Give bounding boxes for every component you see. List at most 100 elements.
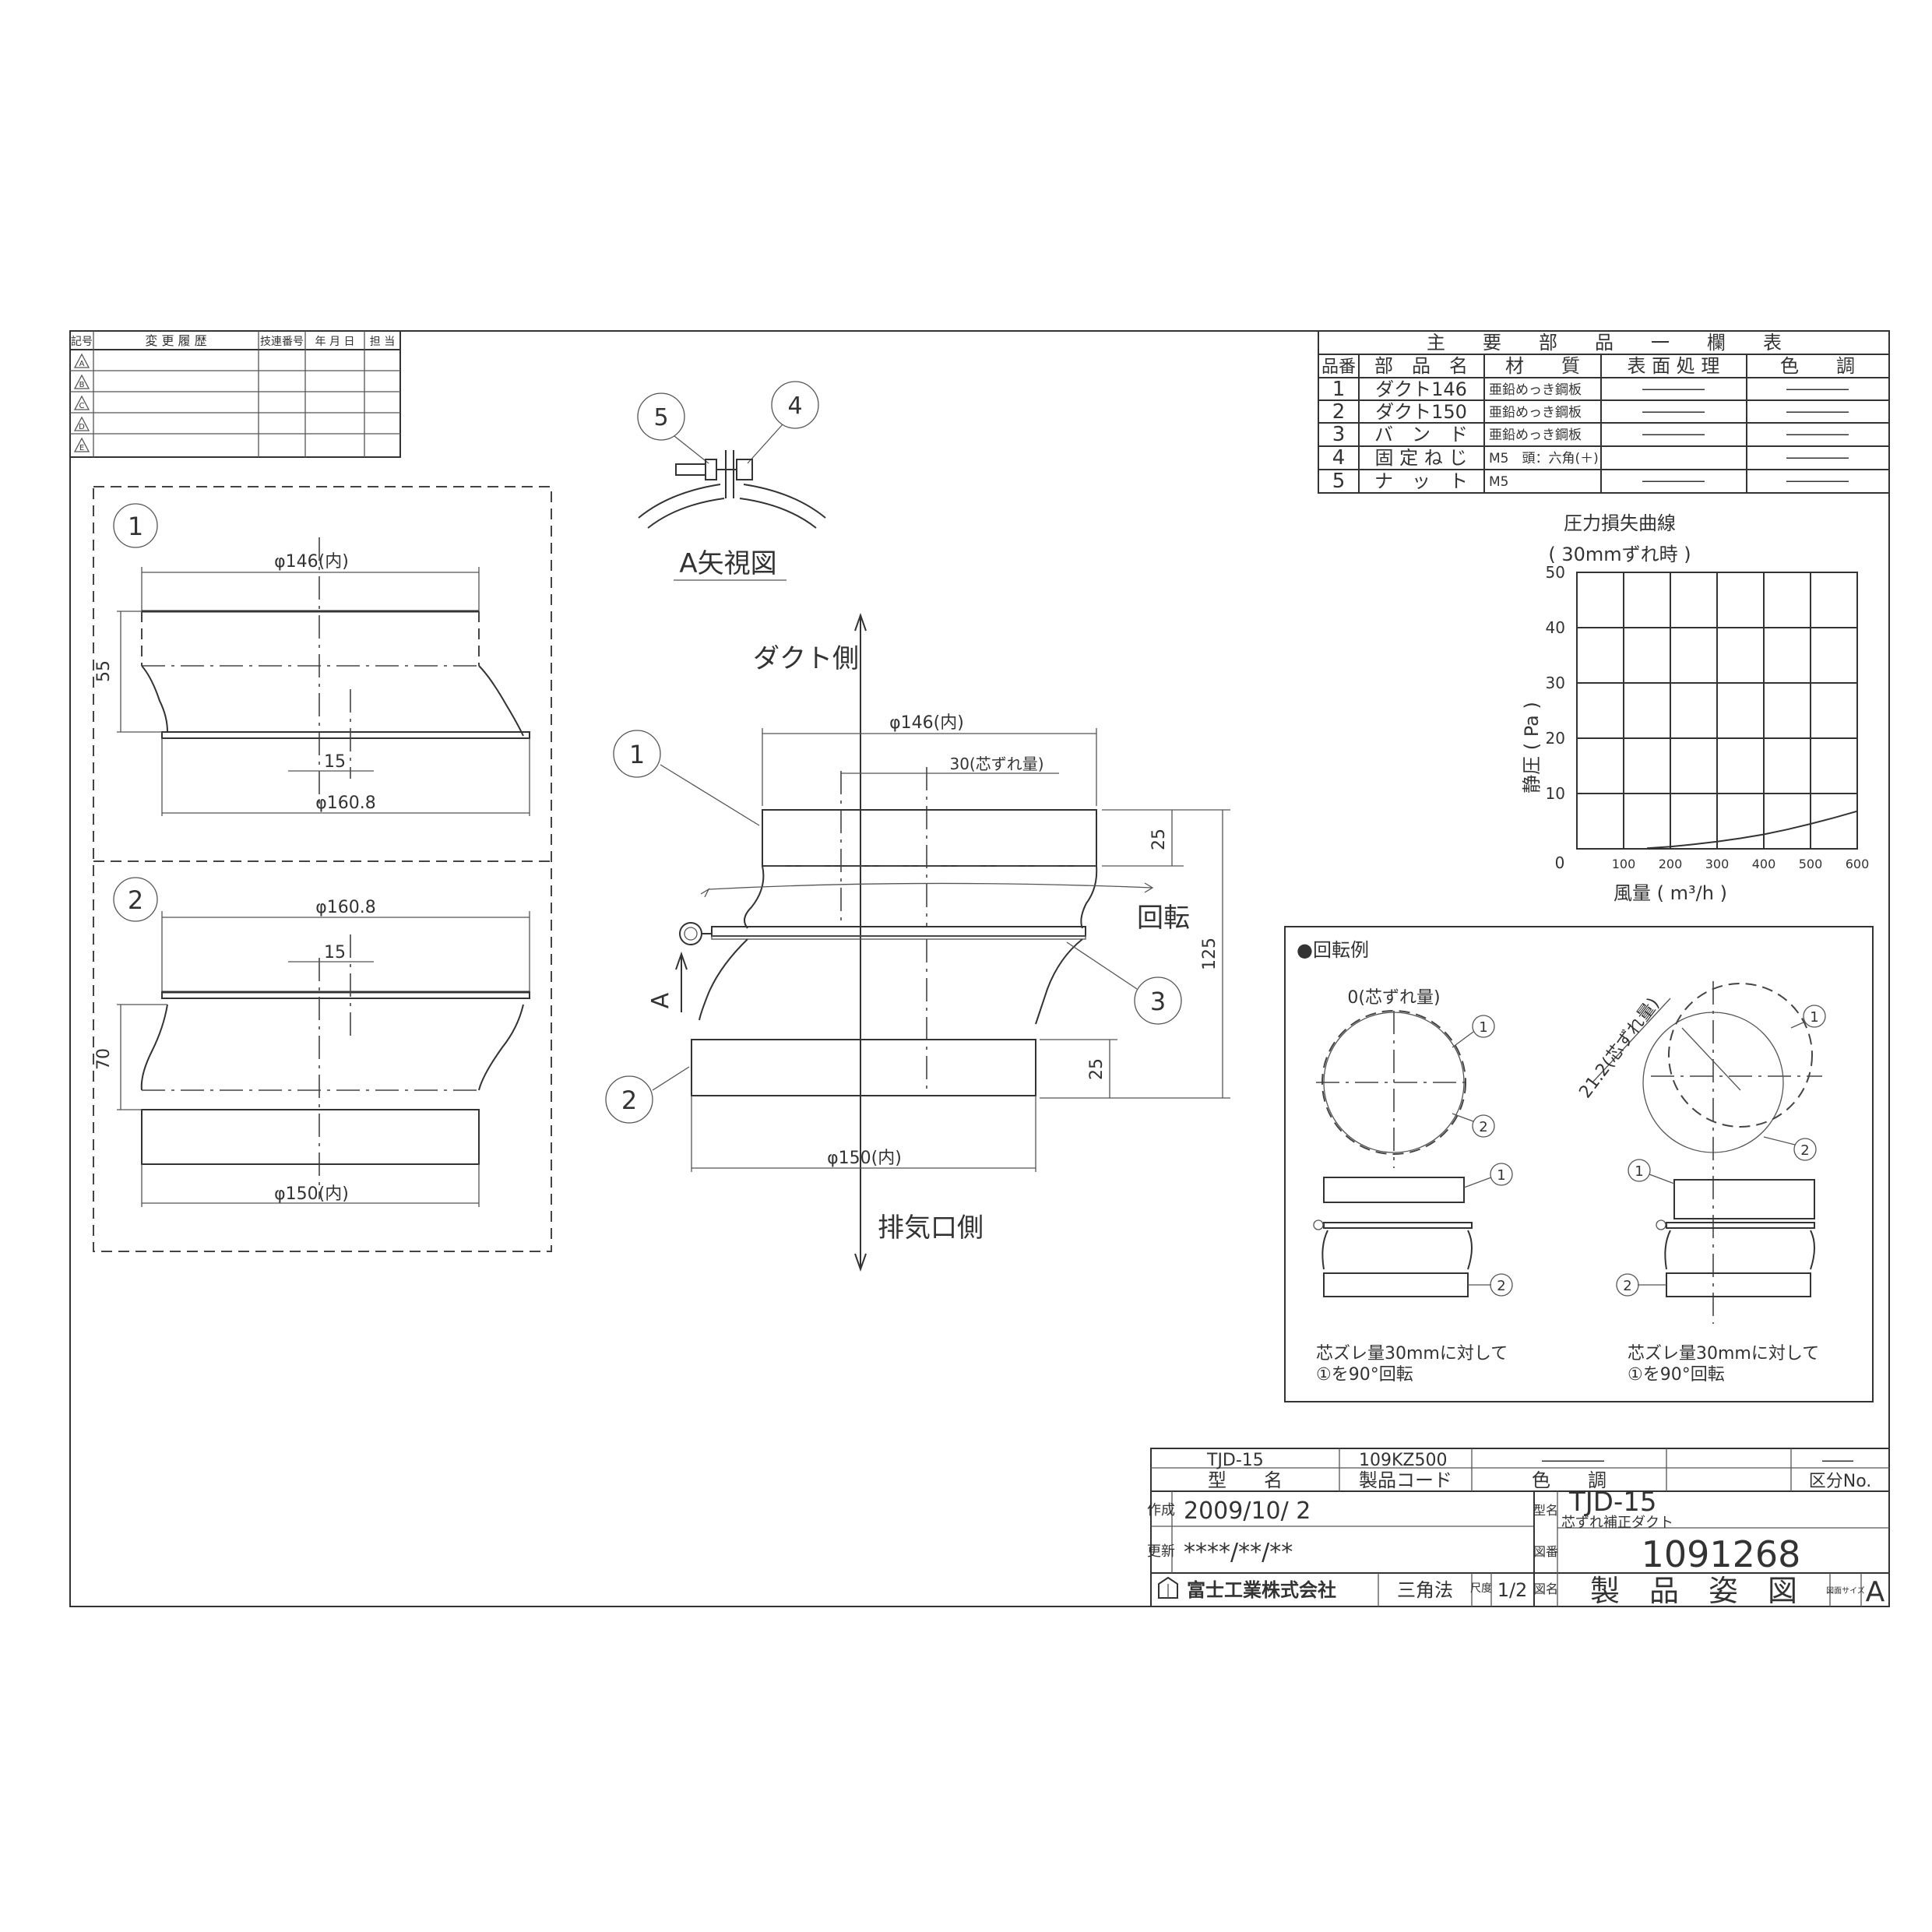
main-callout-3 (1134, 977, 1182, 1025)
chart-x-tick-label: 200 (1659, 857, 1683, 871)
chart-ylabel: 静圧 ( Pa ) (1521, 702, 1543, 794)
rotation-example-title: ●回転例 (1297, 939, 1369, 961)
rev-mark-c: C (73, 395, 90, 410)
part1-dim-top: φ146(内) (274, 552, 349, 572)
main-dim-bottom: φ150(内) (827, 1149, 902, 1168)
chart-title: 圧力損失曲線 (1564, 512, 1676, 534)
svg-text:ダクト150: ダクト150 (1375, 401, 1467, 423)
tb-code-value: 109KZ500 (1359, 1451, 1447, 1470)
svg-text:――――: ―――― (1786, 379, 1849, 398)
svg-text:2: 2 (1800, 1142, 1809, 1159)
svg-text:C: C (79, 402, 85, 410)
tb-model-label: 型 名 (1208, 1469, 1283, 1491)
left-note-2: ①を90°回転 (1316, 1365, 1413, 1385)
chart-grid (1576, 572, 1858, 850)
parts-header-name: 部 品 名 (1374, 355, 1468, 377)
part2-view: 2 φ160.8 15 70 φ150(内) (94, 877, 530, 1207)
view-a-label: A (647, 992, 674, 1008)
main-dim-upper: 25 (1149, 829, 1169, 850)
svg-text:ダクト146: ダクト146 (1375, 378, 1467, 400)
tb-class-value: ―― (1822, 1451, 1853, 1469)
svg-text:固 定 ね じ: 固 定 ね じ (1375, 447, 1468, 469)
parts-row: 2 ダクト150 亜鉛めっき鋼板 ―――― ―――― (1332, 400, 1849, 424)
rev-header-person: 担 当 (370, 336, 395, 348)
svg-text:4: 4 (1332, 446, 1346, 470)
svg-text:亜鉛めっき鋼板: 亜鉛めっき鋼板 (1489, 382, 1582, 398)
chart-x-tick-label: 0 (1555, 853, 1565, 872)
tb-type-desc: 芯ずれ補正ダクト (1561, 1515, 1673, 1531)
arrow-view-label: A矢視図 (679, 548, 776, 579)
right-note-1: 芯ズレ量30mmに対して (1628, 1344, 1819, 1364)
svg-text:M5 頭：六角(＋): M5 頭：六角(＋) (1489, 451, 1599, 466)
tb-drawing-no-label: 図番 (1533, 1544, 1558, 1559)
tb-created-date: 2009/10/ 2 (1184, 1497, 1311, 1525)
svg-text:亜鉛めっき鋼板: 亜鉛めっき鋼板 (1489, 405, 1582, 421)
svg-text:バ ン ド: バ ン ド (1374, 424, 1468, 445)
chart-x-tick-label: 400 (1752, 857, 1776, 871)
parts-row: 4 固 定 ね じ M5 頭：六角(＋) ―――― (1332, 446, 1849, 470)
part2-callout (113, 877, 158, 922)
chart-y-tick-label: 40 (1546, 618, 1565, 637)
tb-projection: 三角法 (1397, 1579, 1453, 1601)
tb-created-label: 作成 (1147, 1502, 1175, 1519)
main-dim-top: φ146(内) (889, 713, 964, 733)
chart-xlabel: 風量 ( m³/h ) (1614, 882, 1727, 904)
left-callout-1 (1472, 1015, 1495, 1038)
tb-model-value: TJD-15 (1206, 1451, 1264, 1470)
tb-code-label: 製品コード (1359, 1469, 1452, 1491)
rev-header-tech-no: 技連番号 (260, 336, 304, 348)
parts-row: 5 ナ ッ ト M5 ―――― ―――― (1332, 470, 1849, 493)
left-offset-dim: 0(芯ずれ量) (1347, 988, 1440, 1008)
rotation-label: 回転 (1137, 903, 1190, 934)
svg-text:――――: ―――― (1786, 402, 1849, 421)
right-callout-1 (1803, 1005, 1826, 1028)
tb-drawing-no: 1091268 (1642, 1533, 1801, 1575)
svg-text:2: 2 (1497, 1278, 1505, 1294)
tb-scale: 1/2 (1497, 1579, 1528, 1601)
chart-y-tick-label: 10 (1546, 784, 1565, 803)
svg-text:2: 2 (621, 1086, 637, 1115)
tb-color-label: 色 調 (1532, 1469, 1606, 1491)
tb-color-value: ―――― (1542, 1451, 1604, 1469)
chart-x-tick-label: 300 (1705, 857, 1730, 871)
chart-x-tick-label: 600 (1846, 857, 1870, 871)
parts-row: 3 バ ン ド 亜鉛めっき鋼板 ―――― ―――― (1332, 423, 1849, 446)
svg-text:――――: ―――― (1642, 471, 1705, 490)
main-dim-total: 125 (1200, 938, 1219, 970)
svg-text:ナ ッ ト: ナ ッ ト (1374, 470, 1468, 492)
tb-updated-date: ****/**/** (1184, 1539, 1293, 1566)
svg-text:B: B (79, 381, 85, 389)
svg-text:――――: ―――― (1642, 379, 1705, 398)
parts-row: 1 ダクト146 亜鉛めっき鋼板 ―――― ―――― (1332, 378, 1849, 401)
chart-x-tick-label: 500 (1799, 857, 1823, 871)
right-callout-2 (1793, 1138, 1817, 1161)
svg-text:――――: ―――― (1642, 402, 1705, 421)
part2-dim-offset: 15 (324, 943, 346, 962)
chart-series (1646, 810, 1858, 850)
left-note-1: 芯ズレ量30mmに対して (1316, 1344, 1508, 1364)
tb-type-value: TJD-15 (1568, 1487, 1657, 1518)
tb-updated-label: 更新 (1147, 1543, 1175, 1560)
right-note-2: ①を90°回転 (1628, 1365, 1725, 1385)
part2-dim-top: φ160.8 (315, 898, 376, 917)
rev-mark-a: A (73, 353, 90, 368)
svg-text:5: 5 (653, 404, 668, 431)
tb-type-label: 型名 (1533, 1503, 1558, 1518)
rotation-example: ●回転例 0(芯ずれ量) 1 2 1 2 芯ズレ量30mmに対して ①を90°回… (1284, 926, 1874, 1402)
title-block: TJD-15 109KZ500 ―――― ―― 型 名 製品コード 色 調 区分… (1147, 1448, 1890, 1608)
part1-view: 1 φ146(内) φ160.8 15 55 (94, 503, 530, 816)
left-callout-2 (1472, 1114, 1495, 1138)
duct-side-label: ダクト側 (753, 643, 859, 674)
arrow-view-detail: 5 4 A矢視図 (637, 381, 826, 581)
rev-header-date: 年 月 日 (315, 336, 355, 348)
main-callout-1 (613, 730, 661, 778)
parts-header-color: 色 調 (1780, 355, 1855, 377)
part-views-frame (93, 486, 552, 1252)
svg-text:1: 1 (1635, 1163, 1643, 1180)
tb-drawing-name: 製 品 姿 図 (1590, 1574, 1797, 1608)
svg-text:1: 1 (1810, 1009, 1818, 1026)
svg-text:2: 2 (1623, 1278, 1631, 1294)
svg-text:A: A (79, 360, 85, 368)
